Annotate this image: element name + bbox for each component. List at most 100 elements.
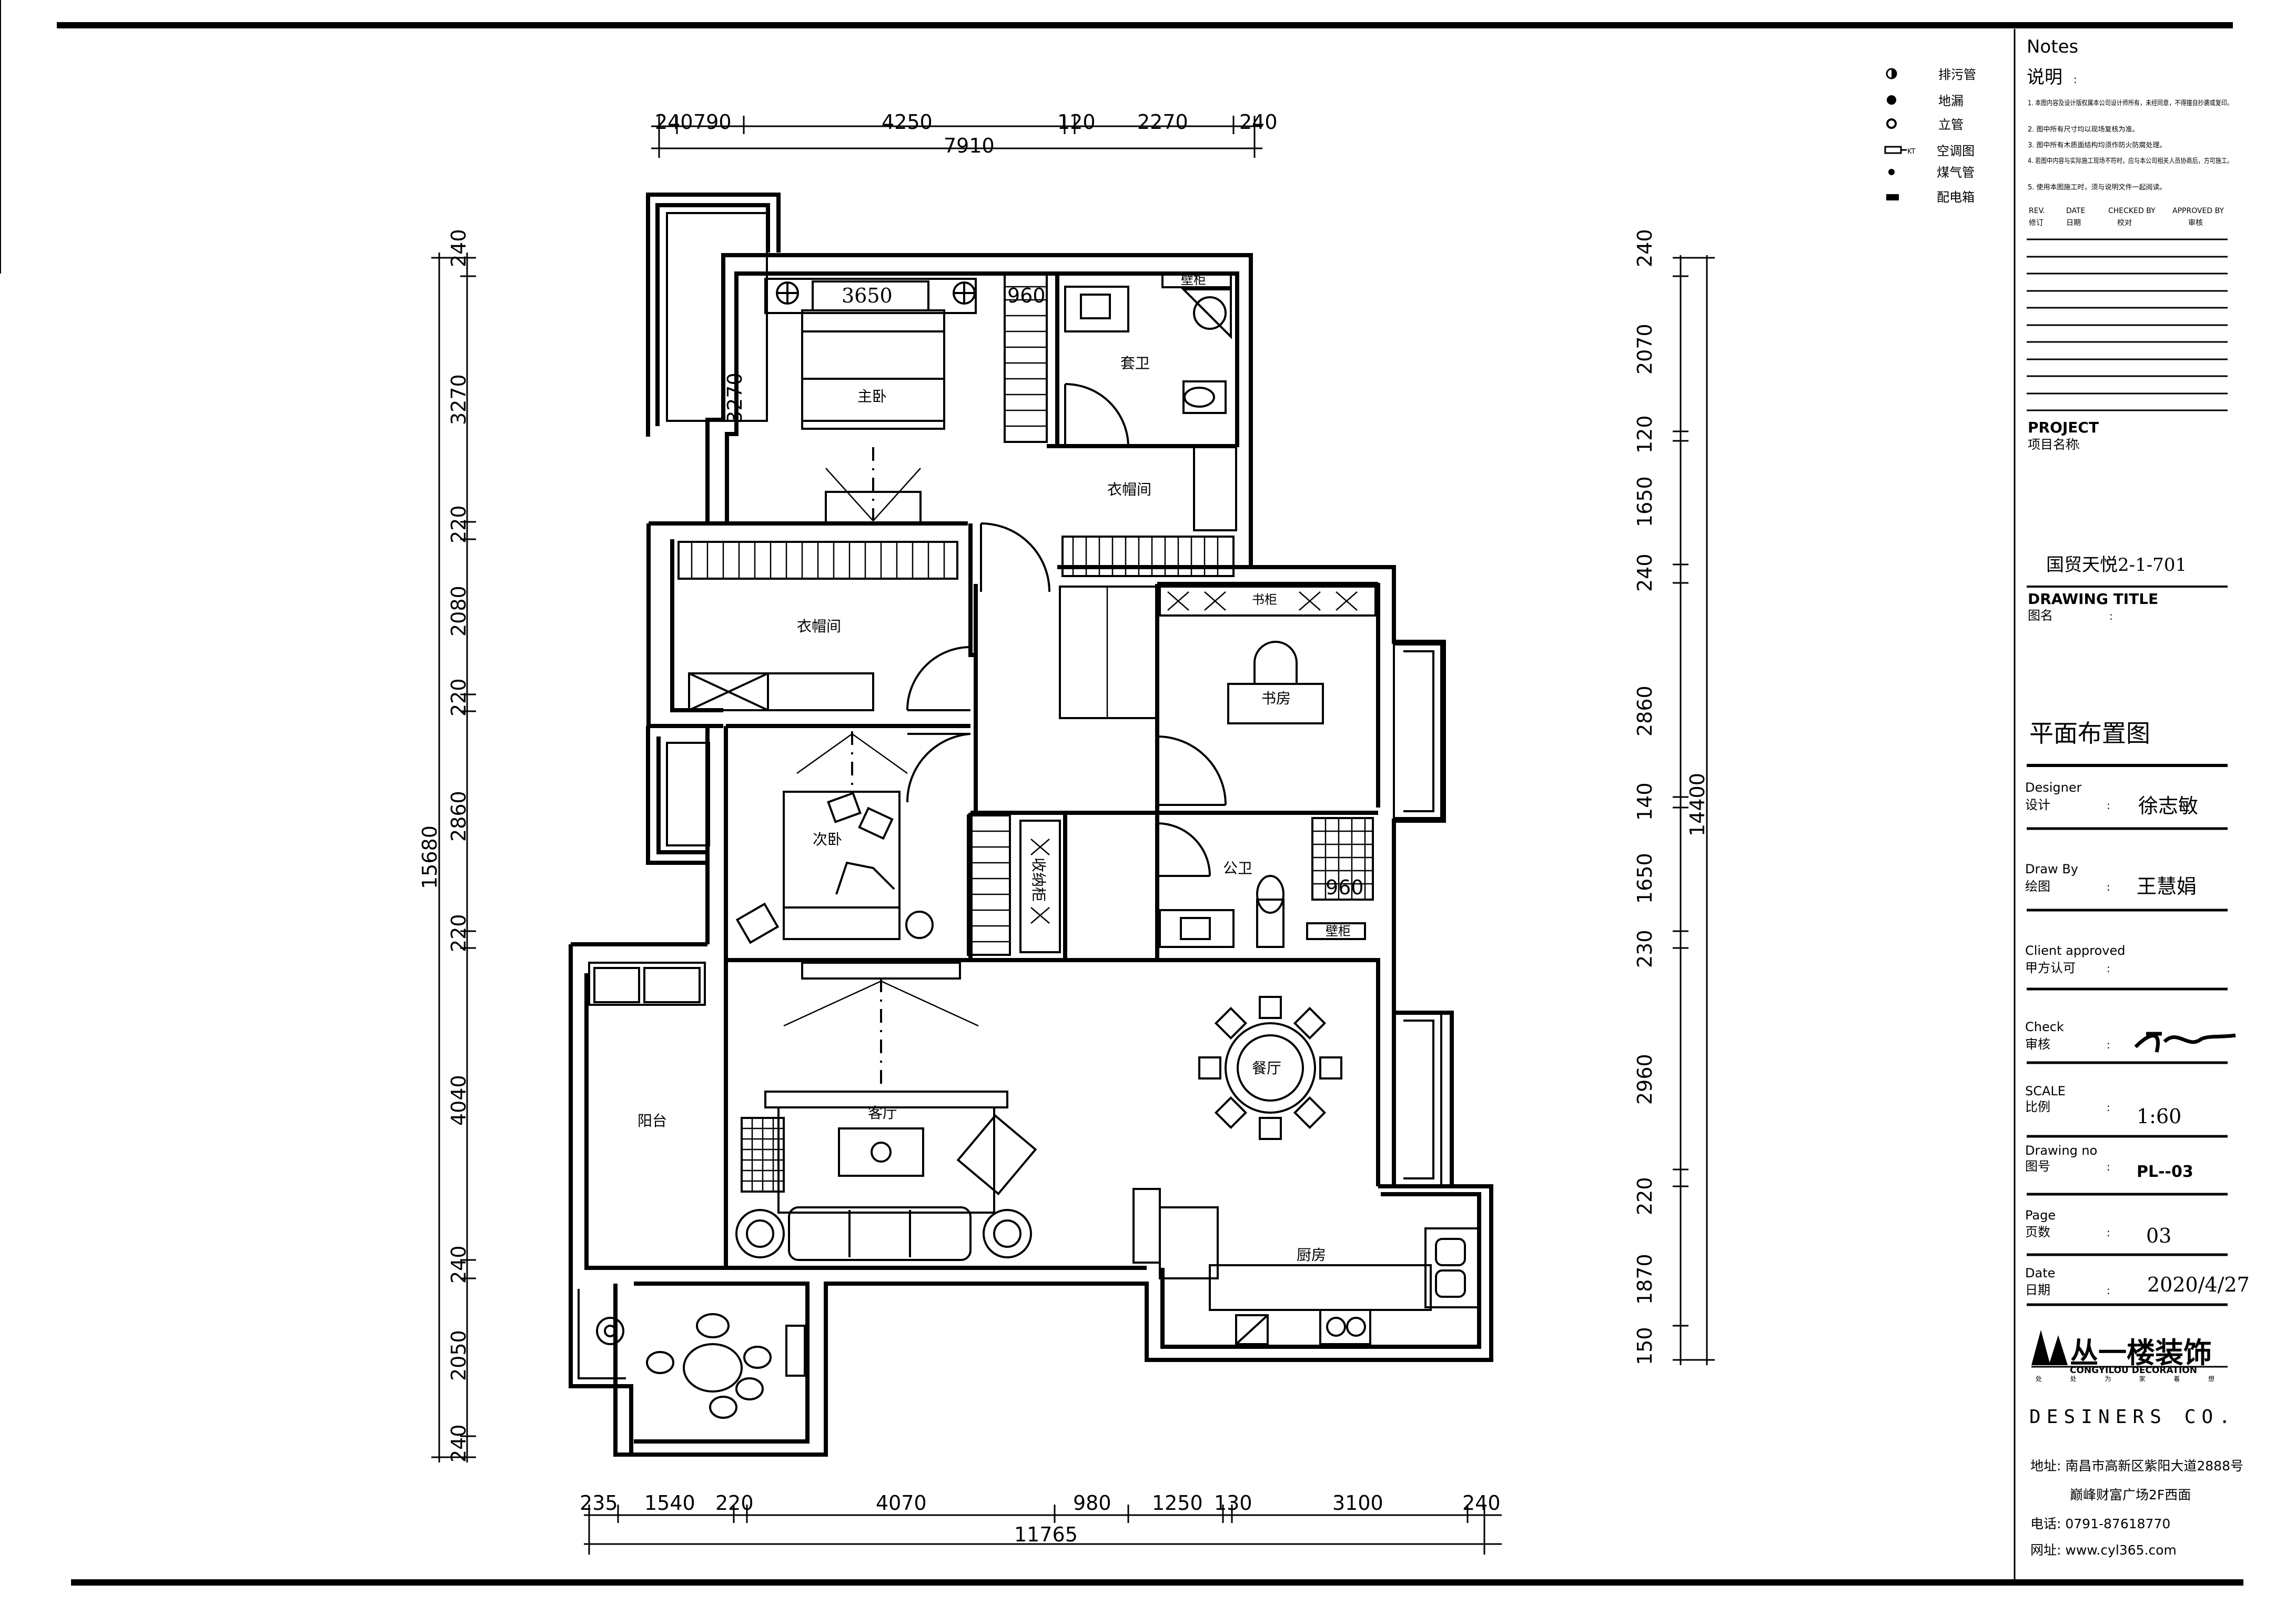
second-bedroom-furniture: 次卧 [735, 731, 934, 944]
dim-right-12: 1870 [1633, 1254, 1656, 1305]
filled-circle-icon [1887, 95, 1896, 105]
dim-left-6: 2860 [447, 791, 470, 842]
svg-text:KT: KT [1907, 148, 1916, 156]
room-label-public-bath: 公卫 [1223, 860, 1252, 877]
half-filled-circle-icon [1886, 68, 1897, 79]
company-logo-icon [2031, 1330, 2068, 1365]
drawingno-label-en: Drawing no [2025, 1143, 2097, 1158]
room-label-walkin-closet-2: 衣帽间 [797, 618, 841, 635]
dim-bottom-7: 130 [1214, 1491, 1252, 1515]
dim-right-6: 2860 [1633, 685, 1656, 737]
dim-left-11: 240 [447, 1424, 470, 1462]
svg-text::: : [2107, 881, 2110, 893]
note-1: 1. 本图内容及设计版权属本公司设计师所有，未经同意，不得擅自抄袭或复印。 [2028, 99, 2233, 107]
dim-left-3: 220 [447, 505, 470, 543]
drawing-title-label-cn: 图名 [2028, 608, 2053, 623]
svg-text::: : [2107, 1161, 2110, 1173]
company-phone: 电话: 0791-87618770 [2030, 1516, 2170, 1531]
date-header-en: DATE [2066, 207, 2085, 215]
dim-bottom-3: 220 [715, 1491, 754, 1515]
dim-top-4: 120 [1057, 110, 1096, 134]
dim-right-7: 140 [1633, 782, 1656, 821]
left-dimensions: 240 3270 220 2080 220 2860 220 4040 240 … [418, 229, 476, 1462]
dim-bottom-6: 1250 [1152, 1491, 1203, 1515]
dim-right-4: 1650 [1633, 476, 1656, 527]
page-label-en: Page [2025, 1208, 2056, 1223]
sheet-frame [0, 0, 2243, 1586]
note-3: 3. 图中所有木质面结构均须作防火防腐处理。 [2028, 141, 2167, 149]
note-4: 4. 若图中内容与实际施工现场不符时，应与本公司相关人员协商后，方可施工。 [2028, 157, 2233, 165]
svg-text::: : [2107, 799, 2110, 812]
dim-right-3: 120 [1633, 415, 1656, 453]
dim-inner-bath: 960 [1326, 876, 1364, 899]
dim-bottom-8: 3100 [1332, 1491, 1383, 1515]
approved-header-cn: 审核 [2188, 219, 2203, 227]
dim-right-2: 2070 [1633, 324, 1656, 375]
dim-left-total: 15680 [418, 825, 441, 889]
storage-cabinet: 收纳柜 [967, 814, 1061, 956]
right-dimensions: 240 2070 120 1650 240 2860 140 1650 230 … [1633, 229, 1715, 1365]
date-label-en: Date [2025, 1266, 2055, 1280]
legend-label-5: 煤气管 [1937, 165, 1975, 180]
notes-heading-cn: 说明 [2027, 67, 2062, 88]
drawingno-value: PL--03 [2137, 1163, 2193, 1181]
check-label-cn: 审核 [2025, 1037, 2050, 1052]
master-bedroom-furniture: 主卧 3650 3270 [723, 278, 977, 524]
check-label-en: Check [2025, 1020, 2064, 1034]
note-2: 2. 图中所有尺寸均以现场复核为准。 [2028, 126, 2139, 134]
dim-left-4: 2080 [447, 586, 470, 637]
project-label-en: PROJECT [2028, 419, 2099, 436]
rev-header-cn: 修订 [2029, 219, 2044, 227]
designer-value: 徐志敏 [2138, 794, 2198, 818]
date-header-cn: 日期 [2066, 219, 2081, 227]
interior-walls [726, 274, 1378, 960]
dim-right-1: 240 [1633, 229, 1656, 267]
panel-box-icon [1886, 194, 1899, 200]
study-desk-tag: 书房 [1261, 690, 1291, 707]
approved-header-en: APPROVED BY [2172, 207, 2224, 215]
svg-text::: : [2107, 1226, 2110, 1239]
drawby-label-cn: 绘图 [2025, 879, 2050, 894]
dim-right-11: 220 [1633, 1177, 1656, 1215]
dim-right-9: 230 [1633, 930, 1656, 968]
dim-right-5: 240 [1633, 553, 1656, 592]
dim-inner-master-height: 3270 [723, 372, 746, 423]
dim-top-6: 240 [1239, 110, 1278, 134]
dim-left-9: 240 [447, 1245, 470, 1284]
dim-bottom-5: 980 [1073, 1491, 1111, 1515]
bottom-dimensions: 235 1540 220 4070 980 1250 130 3100 240 … [580, 1491, 1502, 1555]
company-name-en: CONGYILOU DECORATION [2070, 1365, 2197, 1376]
company-address-1: 地址: 南昌市高新区紫阳大道2888号 [2030, 1458, 2243, 1474]
page-value: 03 [2146, 1224, 2171, 1247]
dim-top-total: 7910 [944, 134, 995, 157]
dim-right-total: 14400 [1686, 773, 1709, 836]
svg-text::: : [2107, 1284, 2110, 1297]
room-label-ensuite-bath: 套卫 [1120, 355, 1150, 372]
room-label-living: 客厅 [868, 1104, 897, 1122]
room-label-balcony: 阳台 [638, 1112, 667, 1129]
check-signature [2134, 1032, 2236, 1053]
checked-header-cn: 校对 [2117, 218, 2132, 227]
room-label-dining: 餐厅 [1252, 1060, 1281, 1077]
closet-upper-furniture: 衣帽间 [1061, 445, 1237, 577]
balcony-area: 阳台 [588, 962, 806, 1419]
room-label-walkin-closet-1: 衣帽间 [1107, 481, 1151, 498]
drawing-title-value: 平面布置图 [2029, 719, 2150, 748]
svg-text::: : [2074, 73, 2077, 86]
client-label-en: Client approved [2025, 943, 2126, 958]
dim-bottom-4: 4070 [876, 1491, 927, 1515]
room-label-storage-cabinet: 收纳柜 [1030, 858, 1047, 902]
designer-label-cn: 设计 [2025, 798, 2050, 812]
ensuite-furniture: 壁柜 套卫 960 [1004, 273, 1232, 443]
dim-top-2: 790 [693, 110, 732, 134]
legend: 排污管 地漏 立管 KT 空调图 煤气管 配电箱 [1884, 67, 1976, 205]
dim-bottom-total: 11765 [1014, 1523, 1078, 1546]
legend-label-2: 地漏 [1938, 94, 1964, 108]
svg-text::: : [2107, 1101, 2110, 1114]
svg-text::: : [2107, 1038, 2110, 1051]
client-label-cn: 甲方认可 [2025, 961, 2076, 975]
dim-left-7: 220 [447, 914, 470, 952]
dim-inner-master-width: 3650 [842, 284, 893, 307]
page-label-cn: 页数 [2025, 1225, 2050, 1239]
